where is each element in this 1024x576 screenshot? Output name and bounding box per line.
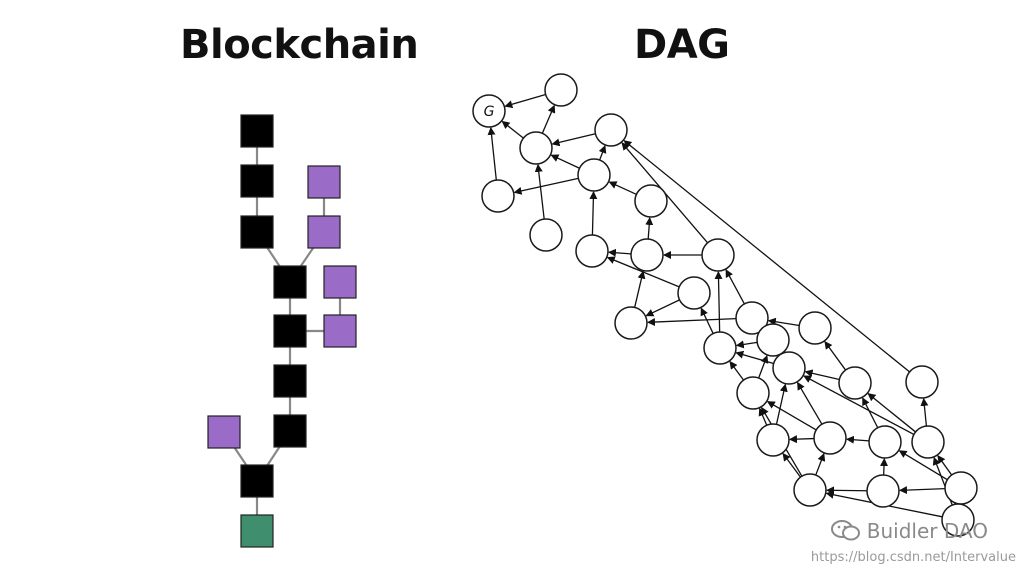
- dag-edge: [607, 248, 632, 257]
- dag-node: [630, 238, 664, 272]
- main-chain-block: [240, 464, 274, 498]
- dag-edge: [504, 93, 546, 109]
- dag-edge: [513, 177, 579, 195]
- dag-node: [703, 331, 737, 365]
- dag-node: [793, 473, 827, 507]
- main-chain-block: [273, 265, 307, 299]
- dag-edge: [646, 318, 737, 327]
- blockchain-blocks: [207, 114, 357, 548]
- dag-node: [701, 238, 735, 272]
- main-chain-block: [273, 414, 307, 448]
- dag-edge: [824, 340, 847, 371]
- dag-node: [941, 503, 975, 537]
- dag-node: [772, 351, 806, 385]
- dag-node: [798, 311, 832, 345]
- dag-edge: [862, 397, 879, 429]
- dag-edge: [867, 393, 916, 433]
- dag-node: [868, 425, 902, 459]
- main-chain-block: [273, 314, 307, 348]
- main-chain-block: [240, 215, 274, 249]
- wechat-icon: [830, 519, 861, 543]
- latest-block: [240, 514, 274, 548]
- dag-node: [813, 421, 847, 455]
- dag-edge: [634, 270, 646, 308]
- dag-edge: [598, 144, 607, 161]
- dag-edge: [788, 435, 815, 444]
- dag-edge: [825, 486, 868, 495]
- dag-title: DAG: [634, 22, 730, 68]
- dag-edge: [589, 190, 598, 236]
- dag-edge: [608, 181, 637, 195]
- dag-node: [634, 184, 668, 218]
- dag-node: [756, 323, 790, 357]
- dag-node: [575, 234, 609, 268]
- main-chain-block: [273, 364, 307, 398]
- dag-edge: [714, 270, 723, 333]
- main-chain-block: [240, 114, 274, 148]
- dag-edge: [797, 381, 823, 425]
- dag-node: [677, 276, 711, 310]
- dag-node: [529, 218, 563, 252]
- dag-node: [544, 73, 578, 107]
- dag-edge: [880, 457, 889, 476]
- watermark-url: https://blog.csdn.net/Intervalue: [810, 550, 1016, 565]
- dag-edge: [775, 383, 788, 425]
- dag-node: [614, 306, 648, 340]
- dag-node: [594, 113, 628, 147]
- orphan-block: [207, 415, 241, 449]
- dag-edge: [541, 104, 556, 134]
- dag-node: [735, 301, 769, 335]
- dag-edge: [551, 133, 596, 147]
- dag-edge: [920, 397, 929, 427]
- dag-edge: [623, 140, 910, 373]
- orphan-block: [323, 265, 357, 299]
- dag-edge: [804, 369, 840, 381]
- watermark: Buidler DAO: [830, 519, 988, 543]
- dag-edge: [700, 307, 714, 334]
- dag-edges: [487, 93, 953, 518]
- dag-node: [519, 131, 553, 165]
- dag-edge: [725, 269, 745, 305]
- genesis-node: [472, 94, 506, 128]
- dag-edge: [815, 452, 826, 476]
- dag-edge: [845, 435, 870, 444]
- genesis-label: G: [484, 104, 495, 120]
- dag-edge: [803, 375, 915, 436]
- dag-edge: [501, 120, 524, 139]
- dag-edge: [758, 407, 768, 426]
- main-chain-block: [240, 164, 274, 198]
- dag-edge: [735, 340, 758, 349]
- dag-node: [756, 423, 790, 457]
- dag-edge: [645, 299, 680, 317]
- dag-node: [905, 365, 939, 399]
- dag-node: [944, 471, 978, 505]
- orphan-block: [307, 165, 341, 199]
- watermark-brand: Buidler DAO: [866, 519, 988, 543]
- dag-node: [577, 158, 611, 192]
- dag-edge: [758, 354, 769, 379]
- dag-node: [481, 179, 515, 213]
- dag-edge: [645, 216, 654, 240]
- dag-edge: [550, 154, 580, 169]
- dag-edge: [898, 486, 946, 495]
- dag-edge: [534, 163, 545, 220]
- orphan-block: [307, 215, 341, 249]
- dag-edge: [487, 126, 497, 181]
- dag-edge: [898, 450, 948, 481]
- blockchain-title: Blockchain: [180, 22, 419, 68]
- dag-edge: [766, 401, 817, 431]
- dag-edge: [729, 360, 745, 381]
- dag-node: [838, 366, 872, 400]
- orphan-block: [323, 314, 357, 348]
- dag-node: [911, 425, 945, 459]
- dag-edge: [767, 317, 800, 327]
- dag-node: [736, 376, 770, 410]
- dag-edge: [782, 452, 802, 478]
- dag-nodes: G: [472, 73, 978, 537]
- dag-node: [866, 474, 900, 508]
